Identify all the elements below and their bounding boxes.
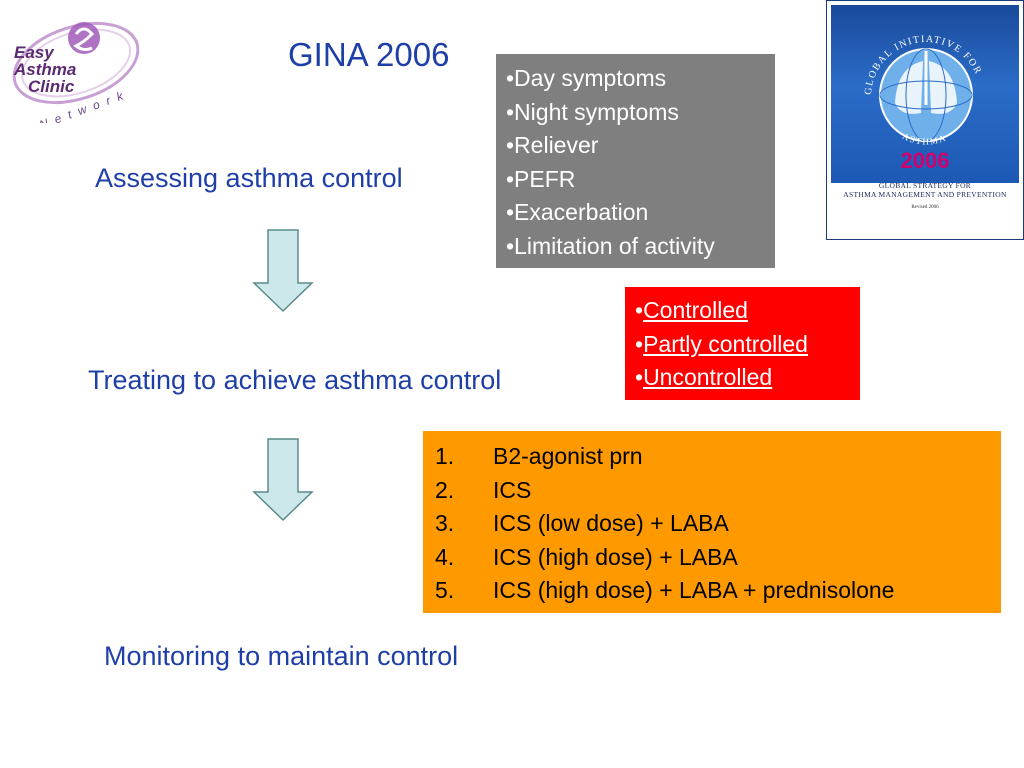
cover-line-2: ASTHMA MANAGEMENT AND PREVENTION	[843, 190, 1007, 199]
globe-lungs-icon: GLOBAL INITIATIVE FOR ASTHMA	[863, 34, 982, 147]
down-arrow-icon	[252, 438, 314, 522]
logo-line-2: Asthma	[13, 60, 76, 79]
step-treating: Treating to achieve asthma control	[88, 365, 502, 395]
step-assessing: Assessing asthma control	[95, 163, 403, 193]
treatment-item: 5. ICS (high dose) + LABA + prednisolone	[435, 574, 1001, 608]
gina-report-cover: GLOBAL INITIATIVE FOR ASTHMA 2006 GLOBAL…	[826, 0, 1024, 240]
treatment-text: ICS (high dose) + LABA	[493, 543, 738, 570]
criteria-item: •Limitation of activity	[506, 232, 715, 259]
treatment-number: 5.	[435, 577, 455, 603]
criteria-item: •Day symptoms	[506, 65, 667, 91]
easy-asthma-clinic-logo: Easy Asthma Clinic N e t w o r k	[12, 21, 140, 123]
cover-year: 2006	[900, 148, 950, 173]
uncontrolled-link[interactable]: Uncontrolled	[643, 364, 773, 390]
bullet: •	[635, 297, 644, 323]
treatment-item: 3. ICS (low dose) + LABA	[435, 507, 1001, 541]
criteria-item: •Reliever	[506, 132, 599, 158]
treatment-item: 2. ICS	[435, 474, 1001, 508]
criteria-item: •Night symptoms	[506, 98, 679, 125]
treatment-text: ICS	[493, 476, 532, 503]
cover-art: GLOBAL INITIATIVE FOR ASTHMA 2006	[831, 5, 1019, 183]
assessment-criteria-box: •Day symptoms •Night symptoms •Reliever …	[496, 54, 775, 268]
treatment-number: 2.	[435, 476, 455, 503]
control-levels-box: •Controlled •Partly controlled •Uncontro…	[625, 287, 860, 400]
cover-caption: GLOBAL STRATEGY FOR ASTHMA MANAGEMENT AN…	[827, 181, 1023, 210]
control-level-item: •Uncontrolled	[635, 361, 860, 395]
down-arrow-icon	[252, 229, 314, 313]
treatment-item: 4. ICS (high dose) + LABA	[435, 541, 1001, 575]
treatment-number: 1.	[435, 443, 455, 469]
treatment-text: ICS (low dose) + LABA	[493, 510, 729, 536]
bullet: •	[635, 364, 644, 390]
slide-title: GINA 2006	[288, 36, 450, 73]
control-level-item: •Partly controlled	[635, 328, 860, 362]
criteria-item: •Exacerbation	[506, 199, 649, 225]
criteria-item: •PEFR	[506, 165, 576, 192]
treatment-item: 1. B2-agonist prn	[435, 440, 1001, 474]
step-monitoring: Monitoring to maintain control	[104, 641, 459, 671]
bullet: •	[635, 330, 644, 357]
treatment-text: ICS (high dose) + LABA + prednisolone	[493, 577, 895, 603]
control-level-item: •Controlled	[635, 294, 860, 328]
cover-line-1: GLOBAL STRATEGY FOR	[878, 181, 972, 190]
treatment-text: B2-agonist prn	[493, 443, 643, 469]
treatment-number: 4.	[435, 543, 455, 570]
treatment-steps-box: 1. B2-agonist prn 2. ICS 3. ICS (low dose) …	[423, 431, 1001, 613]
logo-line-1: Easy	[14, 43, 55, 62]
logo-line-3: Clinic	[28, 77, 75, 96]
cover-line-3: Revised 2006	[911, 205, 939, 210]
controlled-link[interactable]: Controlled	[643, 297, 748, 323]
treatment-number: 3.	[435, 510, 455, 536]
partly-controlled-link[interactable]: Partly controlled	[643, 330, 808, 357]
